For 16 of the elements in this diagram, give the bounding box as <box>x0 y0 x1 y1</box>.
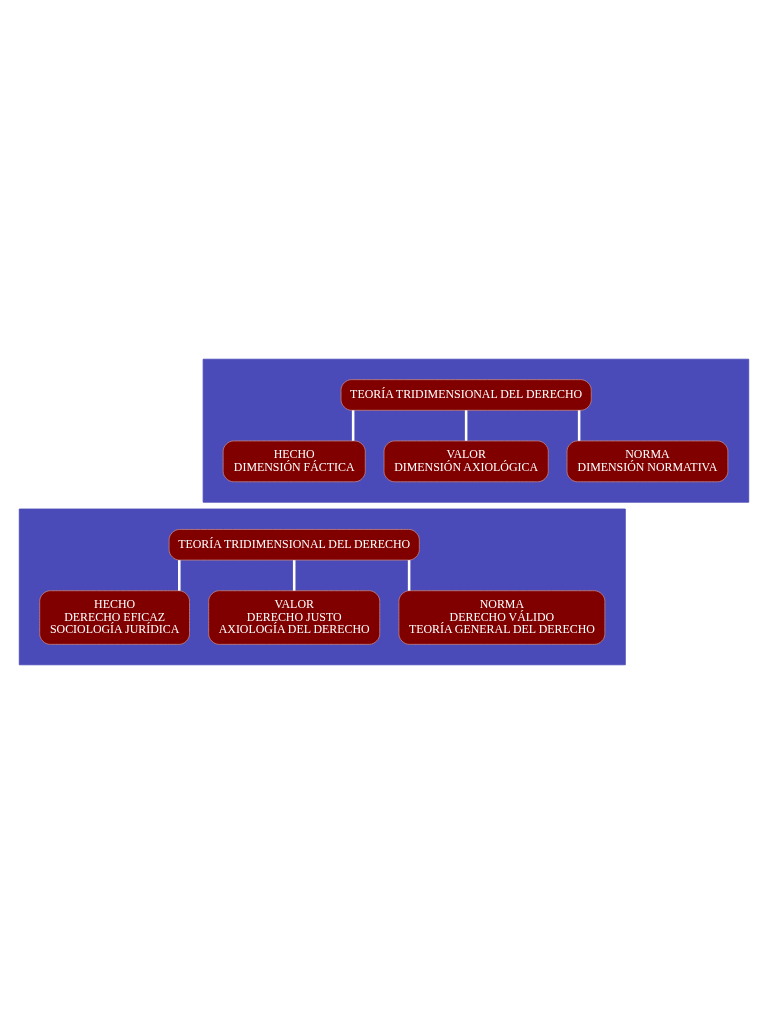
node-box: NORMA DERECHO VÁLIDO TEORÍA GENERAL DEL DERECHO <box>398 590 606 645</box>
connector <box>351 410 355 441</box>
connector <box>407 560 411 591</box>
connector <box>577 410 581 441</box>
node-box: VALOR DERECHO JUSTO AXIOLOGÍA DEL DERECHO <box>208 590 381 645</box>
node-box: HECHO DERECHO EFICAZ SOCIOLOGÍA JURÍDICA <box>39 590 190 645</box>
node-box: TEORÍA TRIDIMENSIONAL DEL DERECHO <box>340 379 592 411</box>
connector <box>464 410 468 441</box>
node-box: VALOR DIMENSIÓN AXIOLÓGICA <box>383 440 549 483</box>
node-box: HECHO DIMENSIÓN FÁCTICA <box>222 440 366 483</box>
cluster <box>18 508 626 666</box>
connector <box>178 560 181 591</box>
node-box: NORMA DIMENSIÓN NORMATIVA <box>566 440 729 483</box>
connector <box>292 560 296 591</box>
cluster <box>202 358 750 503</box>
node-box: TEORÍA TRIDIMENSIONAL DEL DERECHO <box>168 529 420 561</box>
